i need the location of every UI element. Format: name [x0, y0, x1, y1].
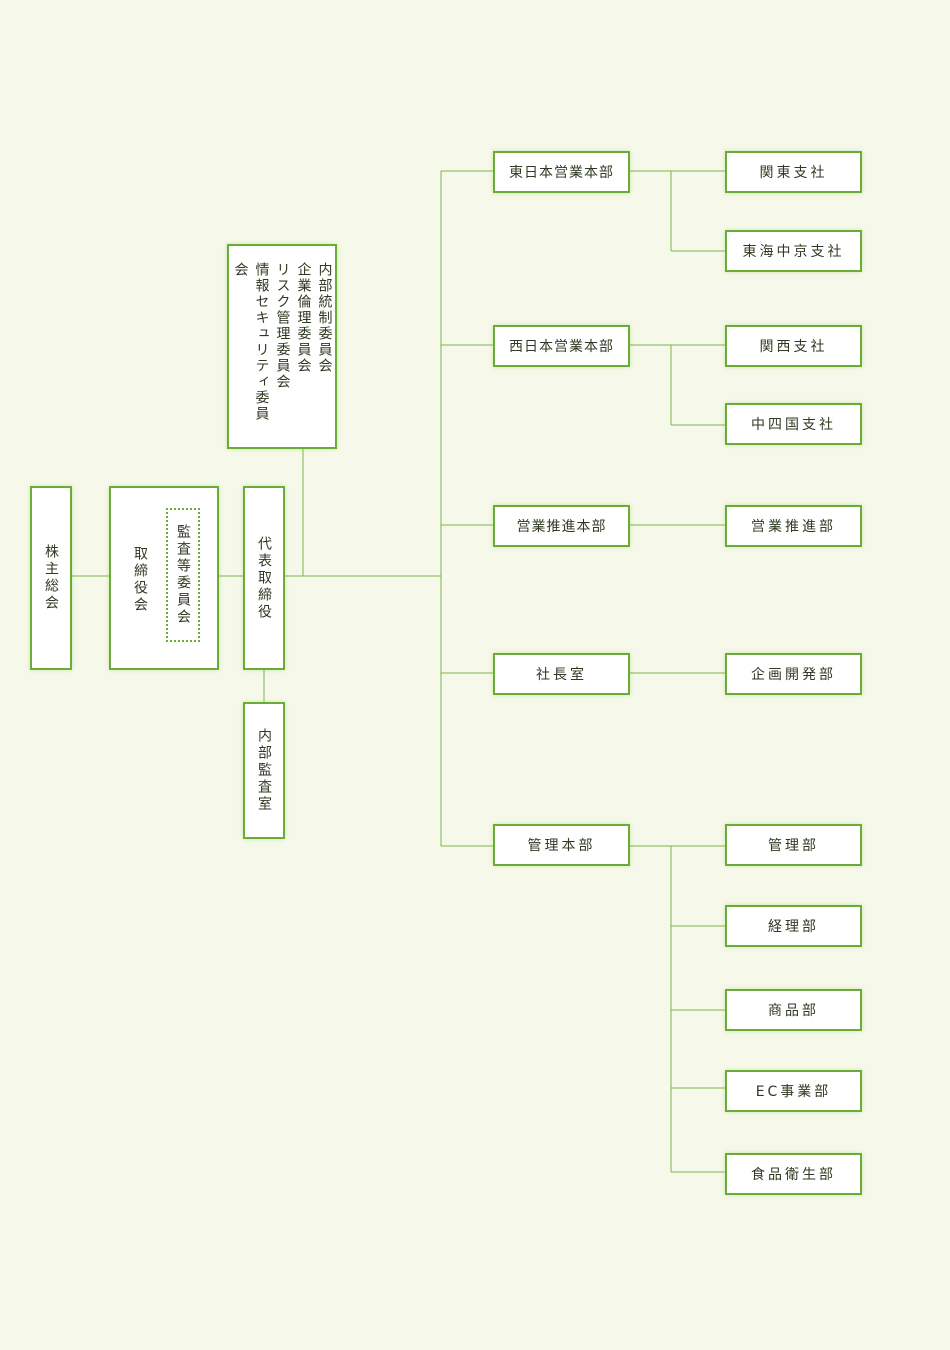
representative-director-box: 代表取締役	[243, 486, 285, 670]
west-japan-sales-hq-box: 西日本営業本部	[493, 325, 630, 367]
sales-promotion-dept-box: 営業推進部	[725, 505, 862, 547]
accounting-dept-box: 経理部	[725, 905, 862, 947]
administration-dept-label: 管理部	[768, 838, 819, 854]
audit-committee-label: 監査等委員会	[175, 524, 191, 626]
sales-promotion-hq-box: 営業推進本部	[493, 505, 630, 547]
kansai-branch-box: 関西支社	[725, 325, 862, 367]
administration-hq-label: 管理本部	[527, 838, 596, 854]
internal-audit-office-label: 内部監査室	[256, 728, 272, 813]
west-japan-sales-hq-label: 西日本営業本部	[509, 339, 614, 355]
committee-risk-management: リスク管理委員会	[274, 262, 291, 390]
administration-dept-box: 管理部	[725, 824, 862, 866]
board-of-directors-box: 取締役会 監査等委員会	[109, 486, 219, 670]
committee-internal-control: 内部統制委員会	[316, 262, 333, 374]
east-japan-sales-hq-label: 東日本営業本部	[509, 165, 614, 181]
committees-box: 内部統制委員会 企業倫理委員会 リスク管理委員会 情報セキュリティ委員会	[227, 244, 337, 449]
tokai-chukyo-branch-label: 東海中京支社	[742, 244, 845, 260]
merchandise-dept-box: 商品部	[725, 989, 862, 1031]
committee-list: 内部統制委員会 企業倫理委員会 リスク管理委員会 情報セキュリティ委員会	[230, 262, 335, 437]
shareholders-meeting-box: 株主総会	[30, 486, 72, 670]
sales-promotion-hq-label: 営業推進本部	[516, 519, 607, 535]
food-hygiene-dept-box: 食品衛生部	[725, 1153, 862, 1195]
merchandise-dept-label: 商品部	[768, 1003, 819, 1019]
kanto-branch-box: 関東支社	[725, 151, 862, 193]
president-office-label: 社長室	[536, 667, 587, 683]
food-hygiene-dept-label: 食品衛生部	[751, 1167, 836, 1183]
accounting-dept-label: 経理部	[768, 919, 819, 935]
chushikoku-branch-box: 中四国支社	[725, 403, 862, 445]
sales-promotion-dept-label: 営業推進部	[751, 519, 836, 535]
planning-development-dept-label: 企画開発部	[751, 667, 836, 683]
board-of-directors-label: 取締役会	[132, 546, 148, 614]
ec-business-dept-box: EC事業部	[725, 1070, 862, 1112]
president-office-box: 社長室	[493, 653, 630, 695]
chushikoku-branch-label: 中四国支社	[751, 417, 836, 433]
tokai-chukyo-branch-box: 東海中京支社	[725, 230, 862, 272]
east-japan-sales-hq-box: 東日本営業本部	[493, 151, 630, 193]
shareholders-meeting-label: 株主総会	[43, 544, 59, 612]
audit-committee-box: 監査等委員会	[166, 508, 200, 642]
committee-information-security: 情報セキュリティ委員会	[232, 262, 270, 422]
kanto-branch-label: 関東支社	[759, 165, 828, 181]
administration-hq-box: 管理本部	[493, 824, 630, 866]
ec-business-dept-label: EC事業部	[755, 1084, 832, 1100]
kansai-branch-label: 関西支社	[759, 339, 828, 355]
internal-audit-office-box: 内部監査室	[243, 702, 285, 839]
committee-corporate-ethics: 企業倫理委員会	[295, 262, 312, 374]
representative-director-label: 代表取締役	[256, 535, 272, 621]
planning-development-dept-box: 企画開発部	[725, 653, 862, 695]
